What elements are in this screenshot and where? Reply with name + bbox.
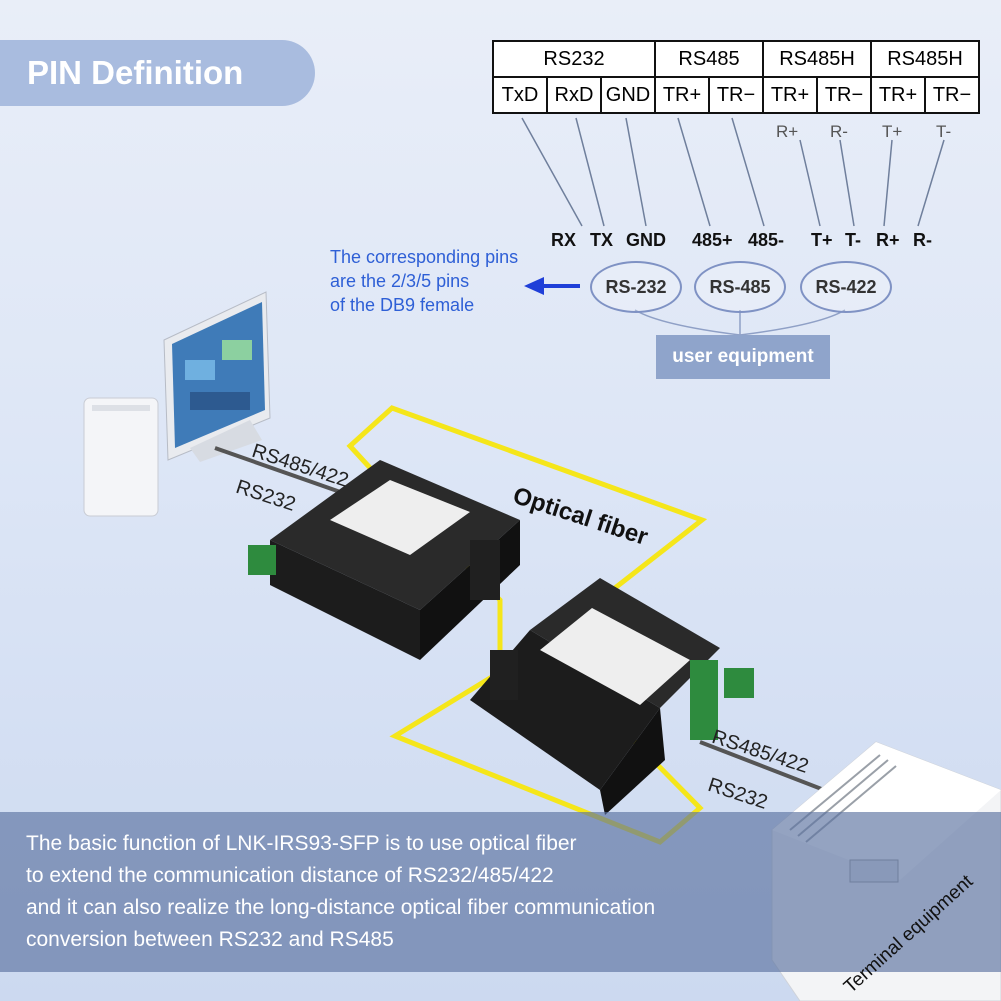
note-line: are the 2/3/5 pins [330,271,470,291]
description-line: to extend the communication distance of … [26,864,554,887]
pin-definition-table: RS232 RS485 RS485H RS485H TxD RxD GND TR… [492,40,980,114]
note-line: of the DB9 female [330,295,475,315]
pin-group-row: RS232 RS485 RS485H RS485H [492,40,980,78]
page-title: PIN Definition [0,40,315,106]
signal-label: T+ [811,230,833,250]
right-converter-icon [470,578,754,815]
pin-group-rs485: RS485 [654,40,764,78]
description-band [0,812,1001,972]
left-converter-icon [248,460,520,660]
signal-label: GND [626,230,666,250]
monitor-icon [163,291,271,462]
sub-label: R- [830,122,848,141]
pin-cell: TR+ [654,76,710,114]
signal-label: R- [913,230,932,250]
sub-label: T- [936,122,952,141]
pin-group-rs232: RS232 [492,40,656,78]
equipment-lines [634,309,846,336]
pin-cell: TR− [924,76,980,114]
signal-label: 485+ [692,230,733,250]
description-line: and it can also realize the long-distanc… [26,896,656,919]
interface-oval-rs232: RS-232 [590,261,682,313]
pin-cell: TxD [492,76,548,114]
arrow-left-icon [524,277,580,295]
pin-group-rs485h-2: RS485H [870,40,980,78]
description-line: conversion between RS232 and RS485 [26,928,394,951]
pin-cell: GND [600,76,656,114]
signal-label: TX [590,230,614,250]
pin-group-rs485h-1: RS485H [762,40,872,78]
interface-oval-rs422: RS-422 [800,261,892,313]
pin-mapping-lines [521,117,945,227]
sub-label: T+ [882,122,903,141]
interface-oval-rs485: RS-485 [694,261,786,313]
signal-label: T- [845,230,861,250]
pin-cell: TR− [708,76,764,114]
note-line: The corresponding pins [330,247,519,267]
description-line: The basic function of LNK-IRS93-SFP is t… [26,832,577,855]
signal-label: R+ [876,230,900,250]
pin-cell: TR+ [870,76,926,114]
sub-label: R+ [776,122,799,141]
pin-cell: TR+ [762,76,818,114]
pin-cell: TR− [816,76,872,114]
pin-row: TxD RxD GND TR+ TR− TR+ TR− TR+ TR− [492,76,980,114]
signal-label: RX [551,230,577,250]
pc-tower-icon [83,397,159,517]
pin-cell: RxD [546,76,602,114]
db9-note: The corresponding pins are the 2/3/5 pin… [330,245,518,317]
signal-label: 485- [748,230,785,250]
user-equipment-box: user equipment [656,335,830,379]
description-text: The basic function of LNK-IRS93-SFP is t… [26,828,655,956]
